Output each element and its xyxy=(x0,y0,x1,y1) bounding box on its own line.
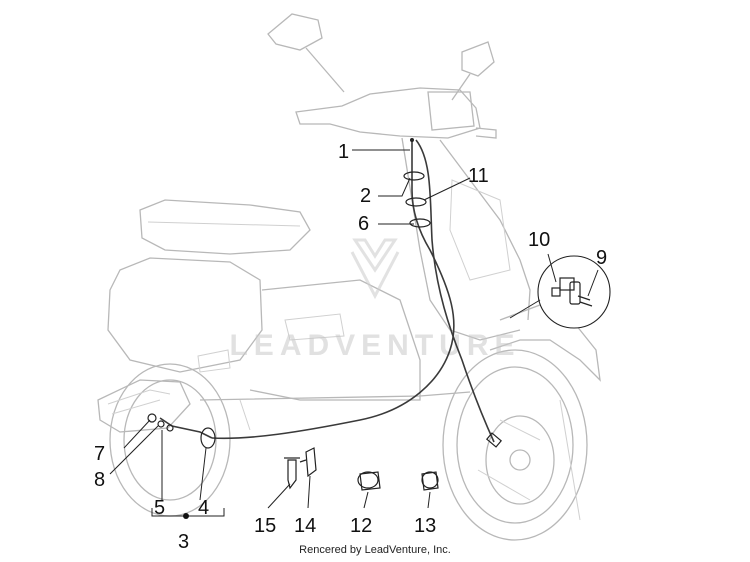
leader-lines xyxy=(109,149,599,519)
callout-2: 2 xyxy=(360,185,371,207)
callout-11: 11 xyxy=(468,165,489,187)
callout-1: 1 xyxy=(338,141,349,163)
watermark-text: LEADVENTURE xyxy=(229,329,520,362)
part-12-clamp xyxy=(357,471,381,491)
footer-credit: Rencered by LeadVenture, Inc. xyxy=(299,544,451,556)
clip-2-icon xyxy=(403,171,425,181)
leadventure-logo-mark xyxy=(350,238,400,300)
callout-13: 13 xyxy=(414,515,436,537)
part-15-screw xyxy=(284,457,300,490)
clip-6-icon xyxy=(409,218,431,228)
callout-5: 5 xyxy=(154,497,165,519)
callout-6: 6 xyxy=(358,213,369,235)
callout-labels: 1 2 3 4 5 6 7 8 9 10 11 12 13 14 15 xyxy=(94,141,607,553)
callout-12: 12 xyxy=(350,515,372,537)
speedometer-cable xyxy=(159,138,503,449)
callout-4: 4 xyxy=(198,497,209,519)
part-clips xyxy=(403,171,431,228)
callout-3: 3 xyxy=(178,531,189,553)
callout-7: 7 xyxy=(94,443,105,465)
callout-14: 14 xyxy=(294,515,316,537)
part-13-clamp xyxy=(421,471,439,491)
callout-9: 9 xyxy=(596,247,607,269)
detail-inset-9-10 xyxy=(509,255,611,329)
watermark: LEADVENTURE xyxy=(229,238,520,362)
callout-8: 8 xyxy=(94,469,105,491)
scooter-illustration xyxy=(97,13,601,541)
part-5-8-washers xyxy=(147,413,174,432)
clip-11-icon xyxy=(405,197,427,207)
part-14-bracket xyxy=(299,447,317,478)
callout-10: 10 xyxy=(528,229,550,251)
callout-15: 15 xyxy=(254,515,276,537)
